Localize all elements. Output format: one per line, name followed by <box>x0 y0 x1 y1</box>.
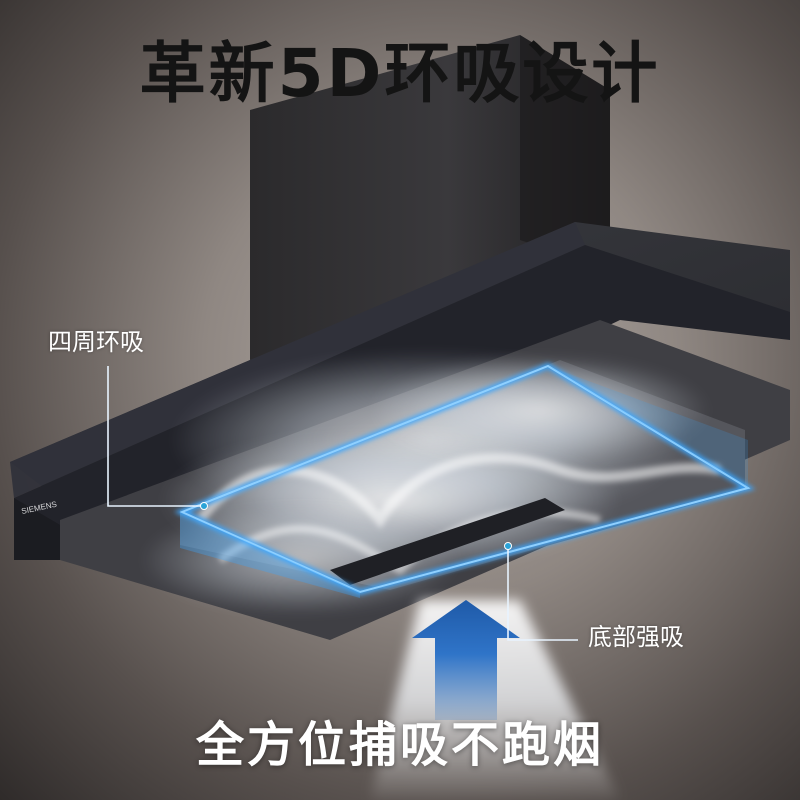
headline: 革新5D环吸设计 <box>139 35 661 112</box>
hood-front-panel <box>10 222 585 498</box>
bottom-intake-slot <box>330 498 565 585</box>
callout-line-bottom <box>507 546 578 641</box>
callout-perimeter-suction: 四周环吸 <box>48 328 144 356</box>
callout-bottom-suction: 底部强吸 <box>588 623 684 651</box>
upward-arrow <box>412 600 520 720</box>
callout-line-top <box>107 366 204 507</box>
bottom-caption: 全方位捕吸不跑烟 <box>195 717 604 773</box>
